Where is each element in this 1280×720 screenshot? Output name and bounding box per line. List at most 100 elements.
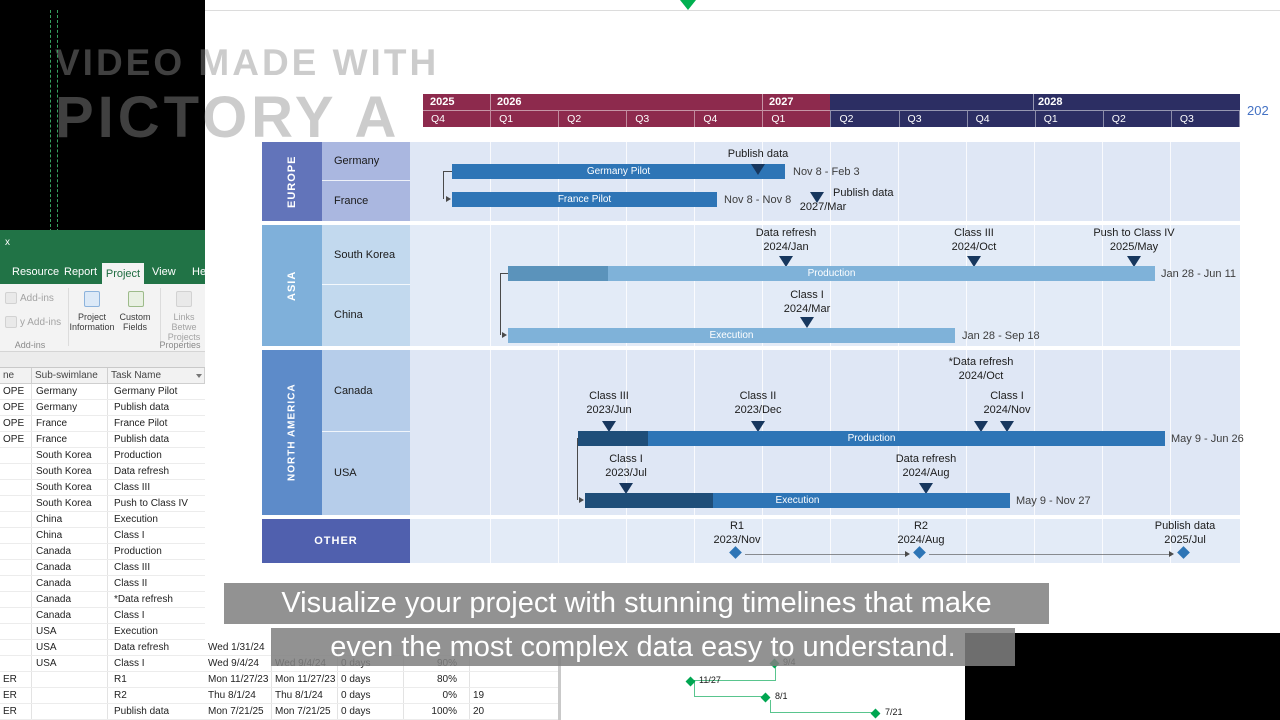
filter-dropdown-icon[interactable] bbox=[196, 374, 202, 378]
cell-swimlane[interactable] bbox=[0, 480, 32, 495]
cell-task-name[interactable]: Publish data bbox=[114, 434, 170, 445]
table-row[interactable]: South Korea Production bbox=[0, 448, 205, 464]
milestone-marker-icon[interactable] bbox=[967, 256, 981, 267]
table-row[interactable]: Canada*Data refresh bbox=[0, 592, 205, 608]
cell-sub-swimlane[interactable]: China bbox=[32, 512, 108, 527]
cell-task-name[interactable]: Publish data bbox=[114, 706, 170, 717]
milestone-marker-icon[interactable] bbox=[974, 421, 988, 432]
cell-sub-swimlane[interactable] bbox=[32, 704, 108, 719]
ribbon-tab-resource[interactable]: Resource bbox=[12, 266, 60, 278]
cell-task-name[interactable]: Data refresh bbox=[114, 642, 170, 653]
cell-task-name[interactable]: Production bbox=[114, 450, 162, 461]
milestone-marker-icon[interactable] bbox=[751, 421, 765, 432]
cell-sub-swimlane[interactable]: Canada bbox=[32, 544, 108, 559]
milestone-marker-icon[interactable] bbox=[619, 483, 633, 494]
cell-sub-swimlane[interactable]: South Korea bbox=[32, 496, 108, 511]
cell-start-date[interactable]: Mon 11/27/23 bbox=[205, 672, 272, 687]
cell-start-date[interactable]: Thu 8/1/24 bbox=[205, 688, 272, 703]
cell-task-name[interactable]: Class I bbox=[114, 658, 145, 669]
cell-id[interactable] bbox=[470, 672, 526, 687]
cell-sub-swimlane[interactable]: South Korea bbox=[32, 464, 108, 479]
cell-task-name[interactable]: Class II bbox=[114, 578, 148, 589]
task-bar-execution-usa[interactable]: Execution bbox=[585, 493, 1010, 508]
cell-sub-swimlane[interactable]: Canada bbox=[32, 592, 108, 607]
cell-swimlane[interactable] bbox=[0, 528, 32, 543]
table-row[interactable]: Canada Production bbox=[0, 544, 205, 560]
cell-sub-swimlane[interactable]: South Korea bbox=[32, 448, 108, 463]
ribbon-tab-help[interactable]: He bbox=[192, 266, 205, 278]
milestone-marker-icon[interactable] bbox=[810, 192, 824, 203]
table-header-swimlane[interactable]: ne bbox=[0, 368, 32, 384]
cell-swimlane[interactable]: OPE bbox=[0, 432, 32, 447]
cell-swimlane[interactable] bbox=[0, 576, 32, 591]
view-splitter[interactable] bbox=[558, 640, 561, 720]
cell-task-name[interactable]: France Pilot bbox=[114, 418, 168, 429]
window-control-glyph[interactable]: x bbox=[5, 237, 10, 248]
cell-task-name[interactable]: R1 bbox=[114, 674, 127, 685]
ribbon-tab-project-active[interactable]: Project bbox=[102, 263, 144, 284]
cell-percent-complete[interactable]: 100% bbox=[404, 704, 470, 719]
task-bar-execution-china[interactable]: Execution bbox=[508, 328, 955, 343]
milestone-marker-icon[interactable] bbox=[602, 421, 616, 432]
cell-swimlane[interactable]: ER bbox=[0, 688, 32, 703]
table-row[interactable]: ER R2 bbox=[0, 688, 205, 704]
cell-sub-swimlane[interactable]: France bbox=[32, 432, 108, 447]
table-header-sub-swimlane[interactable]: Sub-swimlane bbox=[32, 368, 108, 384]
cell-sub-swimlane[interactable]: USA bbox=[32, 624, 108, 639]
task-bar-germany-pilot[interactable]: Germany Pilot bbox=[452, 164, 785, 179]
cell-start-date[interactable]: Mon 7/21/25 bbox=[205, 704, 272, 719]
cell-start-date[interactable]: Wed 1/31/24 bbox=[205, 640, 272, 655]
milestone-marker-icon[interactable] bbox=[751, 164, 765, 175]
cell-task-name[interactable]: Class III bbox=[114, 482, 151, 493]
milestone-marker-icon[interactable] bbox=[779, 256, 793, 267]
cell-finish-date[interactable]: Mon 11/27/23 bbox=[272, 672, 338, 687]
table-row[interactable]: South Korea Data refresh bbox=[0, 464, 205, 480]
cell-sub-swimlane[interactable]: China bbox=[32, 528, 108, 543]
cell-swimlane[interactable] bbox=[0, 560, 32, 575]
milestone-marker-icon[interactable] bbox=[1127, 256, 1141, 267]
cell-sub-swimlane[interactable]: France bbox=[32, 416, 108, 431]
milestone-marker-icon[interactable] bbox=[1000, 421, 1014, 432]
cell-task-name[interactable]: Class I bbox=[114, 530, 145, 541]
cell-swimlane[interactable]: OPE bbox=[0, 384, 32, 399]
cell-duration[interactable]: 0 days bbox=[338, 688, 404, 703]
cell-finish-date[interactable]: Thu 8/1/24 bbox=[272, 688, 338, 703]
cell-task-name[interactable]: Data refresh bbox=[114, 466, 170, 477]
cell-task-name[interactable]: Class III bbox=[114, 562, 151, 573]
cell-task-name[interactable]: Class I bbox=[114, 610, 145, 621]
cell-swimlane[interactable] bbox=[0, 496, 32, 511]
cell-swimlane[interactable] bbox=[0, 512, 32, 527]
cell-percent-complete[interactable]: 0% bbox=[404, 688, 470, 703]
cell-swimlane[interactable] bbox=[0, 656, 32, 671]
table-header-task-name[interactable]: Task Name bbox=[108, 368, 205, 384]
ribbon-tab-view[interactable]: View bbox=[152, 266, 176, 278]
cell-task-name[interactable]: R2 bbox=[114, 690, 127, 701]
table-row[interactable]: ER R1 bbox=[0, 672, 205, 688]
cell-start-date[interactable]: Wed 9/4/24 bbox=[205, 656, 272, 671]
cell-id[interactable]: 20 bbox=[473, 706, 485, 717]
cell-swimlane[interactable]: ER bbox=[0, 672, 32, 687]
cell-task-name[interactable]: Production bbox=[114, 546, 162, 557]
cell-sub-swimlane[interactable]: Canada bbox=[32, 560, 108, 575]
cell-task-name[interactable]: Publish data bbox=[114, 402, 170, 413]
cell-sub-swimlane[interactable]: Germany bbox=[32, 384, 108, 399]
table-row[interactable]: Canada Class II bbox=[0, 576, 205, 592]
cell-task-name[interactable]: Execution bbox=[114, 626, 158, 637]
cell-sub-swimlane[interactable] bbox=[32, 688, 108, 703]
cell-sub-swimlane[interactable]: Canada bbox=[32, 576, 108, 591]
table-row[interactable]: Canada Class III bbox=[0, 560, 205, 576]
